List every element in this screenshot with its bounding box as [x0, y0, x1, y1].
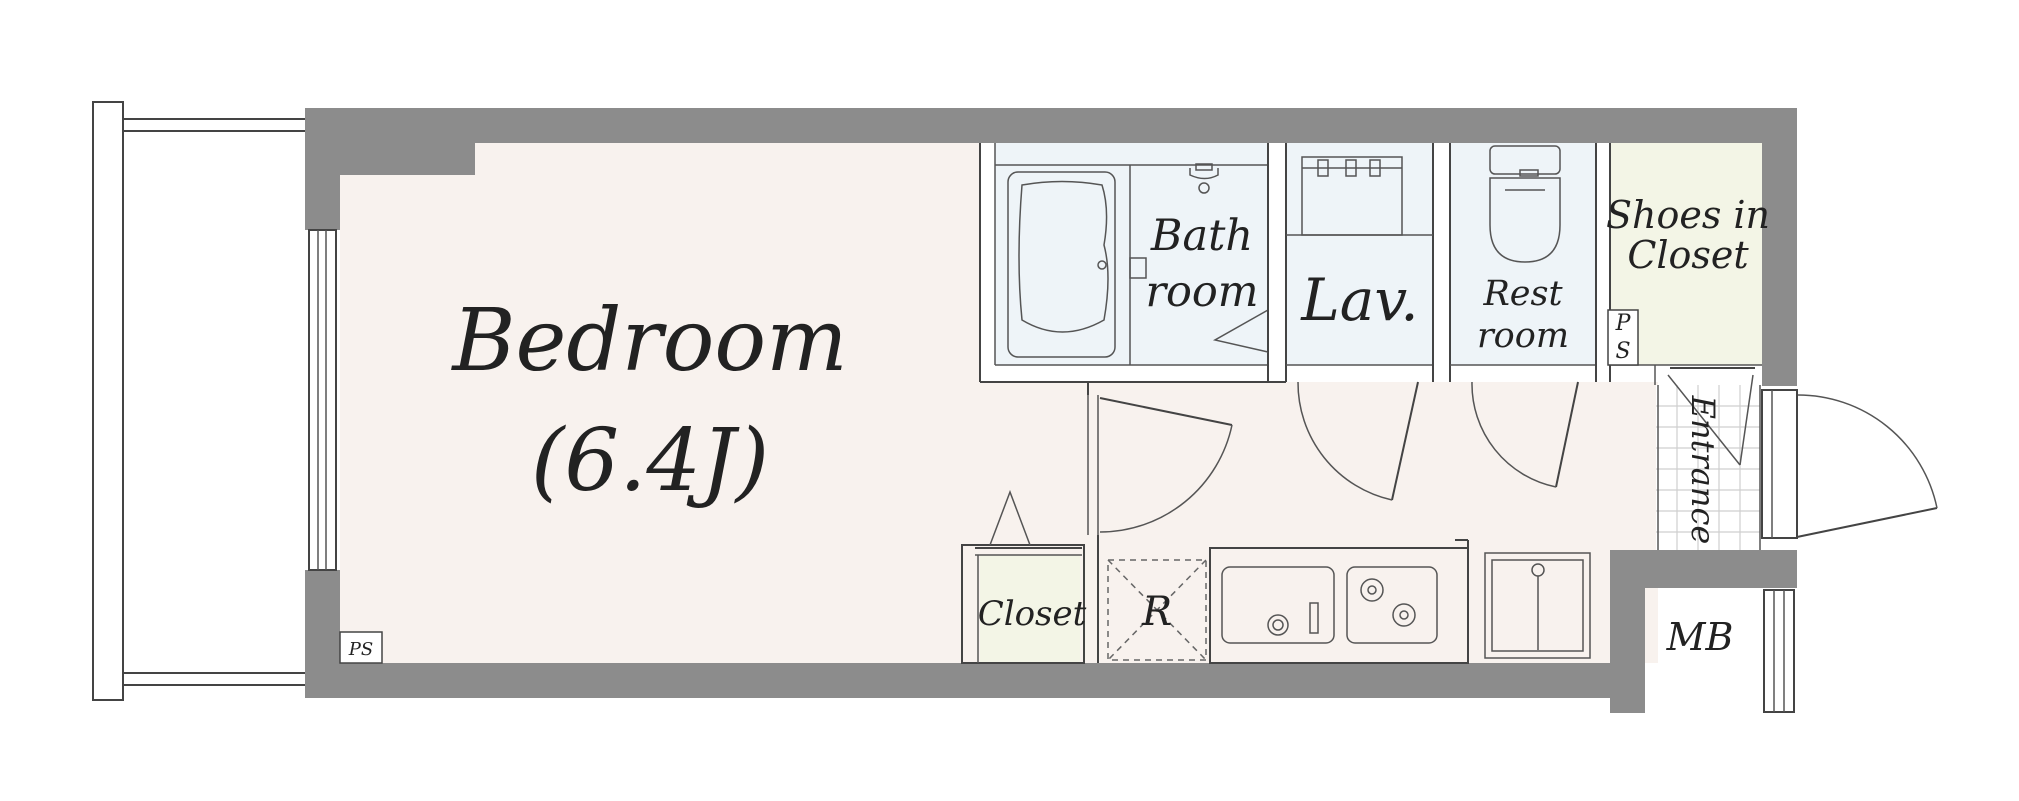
lavatory-floor [1286, 143, 1433, 365]
bedroom-size: (6.4J) [531, 411, 769, 511]
sink-icon [1221, 566, 1335, 644]
entrance-tiles [1656, 385, 1760, 550]
bedroom-floor [340, 143, 980, 663]
door-swing-icon [975, 262, 1938, 549]
stove-icon [1346, 566, 1438, 644]
restroom-floor [1450, 143, 1596, 365]
floor-areas [340, 143, 1762, 663]
toilet-icon [1489, 145, 1561, 263]
entrance-label: Entrance [1684, 395, 1722, 545]
pipe-space-hall-label-line1: P [1615, 311, 1632, 336]
bathroom-label-line2: room [1145, 267, 1258, 317]
faucet-icon [1129, 163, 1219, 279]
pipe-space-bedroom-label: PS [348, 639, 373, 660]
entrance-floor [1656, 385, 1760, 550]
kitchen-counter [1209, 539, 1469, 664]
shoes-closet-label-line1: Shoes in [1606, 193, 1770, 237]
balcony [92, 101, 305, 701]
shoes-closet-label-line2: Closet [1627, 233, 1749, 277]
pipe-space-bedroom [339, 631, 383, 664]
laundry-pan-icon [1484, 552, 1591, 659]
pipe-space-hall [1607, 309, 1639, 366]
refrigerator-space-icon [1107, 559, 1207, 661]
bathroom-label-line1: Bath [1150, 211, 1253, 261]
walls [305, 108, 1797, 713]
closet-label: Closet [978, 594, 1087, 634]
lavatory-label: Lav. [1300, 266, 1418, 334]
washing-machine-icon [1286, 156, 1433, 236]
restroom-label-line1: Rest [1482, 274, 1563, 314]
bedroom-label: Bedroom [450, 291, 847, 391]
meter-box-window [1763, 589, 1795, 713]
hall-kitchen-floor [980, 382, 1658, 663]
bathtub-icon [1007, 171, 1116, 358]
partitions [961, 143, 1762, 664]
restroom-label-line2: room [1477, 316, 1569, 356]
bedroom-window [308, 229, 337, 571]
refrigerator-label: R [1141, 589, 1172, 635]
meter-box-label: MB [1666, 615, 1734, 659]
closet-floor [980, 555, 1080, 663]
pipe-space-hall-label-line2: S [1615, 339, 1630, 364]
